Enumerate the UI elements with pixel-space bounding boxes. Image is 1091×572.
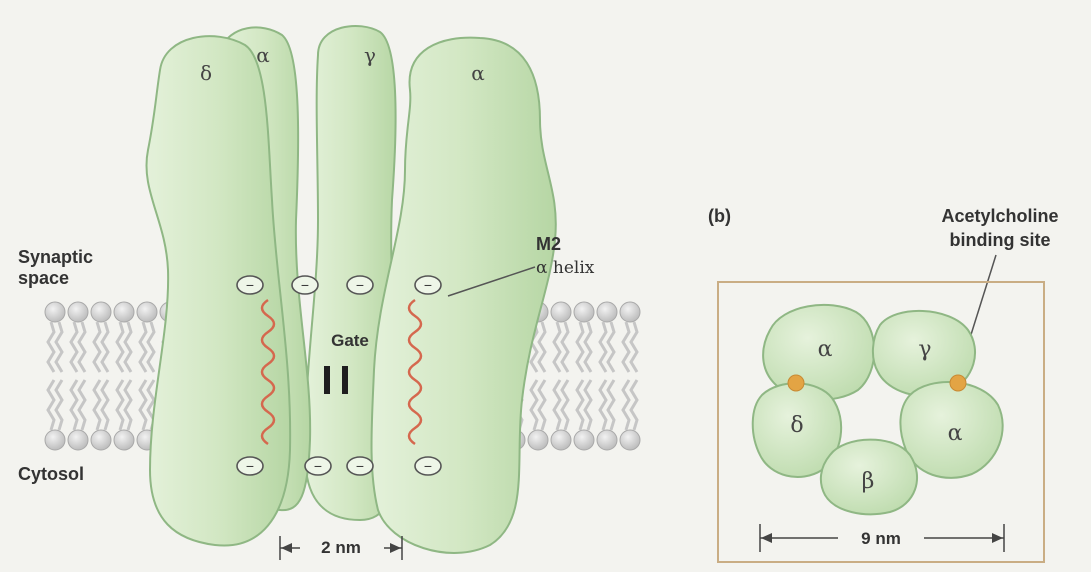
lipid-head xyxy=(597,430,617,450)
lipid-tail xyxy=(531,380,537,430)
lipid-tail xyxy=(94,380,100,430)
lipid-head xyxy=(528,430,548,450)
lipid-head xyxy=(551,302,571,322)
lipid-head xyxy=(68,430,88,450)
subunit-label-gamma: γ xyxy=(364,43,376,67)
lipid-tail xyxy=(71,380,77,430)
lipid-tail xyxy=(48,322,54,372)
gate-label: Gate xyxy=(331,331,369,350)
lipid-tail xyxy=(140,380,146,430)
m2-label-line2: α helix xyxy=(536,258,595,278)
subunit-label-alpha-left: α xyxy=(256,43,270,67)
ring-label-beta: β xyxy=(862,469,875,494)
lipid-head xyxy=(68,302,88,322)
subunit-alpha-right-body xyxy=(372,38,556,553)
lipid-head xyxy=(45,430,65,450)
lipid-tail xyxy=(102,322,108,372)
lipid-tail xyxy=(117,322,123,372)
ring-label-gamma: γ xyxy=(918,337,931,362)
lipid-tail xyxy=(608,322,614,372)
ring-label-delta: δ xyxy=(790,413,803,438)
lipid-tail xyxy=(623,322,629,372)
lipid-head xyxy=(91,430,111,450)
panel-b-label: (b) xyxy=(708,206,731,226)
lipid-head xyxy=(45,302,65,322)
subunit-label-alpha-right: α xyxy=(471,61,485,85)
lipid-tail xyxy=(554,380,560,430)
synaptic-space-label-line1: Synaptic xyxy=(18,247,93,267)
cytosol-label: Cytosol xyxy=(18,464,84,484)
lipid-tail xyxy=(600,380,606,430)
lipid-tail xyxy=(48,380,54,430)
lipid-tail xyxy=(79,322,85,372)
lipid-head xyxy=(620,430,640,450)
ring-label-alpha-right: α xyxy=(948,421,963,446)
binding-site-label-line1: Acetylcholine xyxy=(941,206,1058,226)
lipid-head xyxy=(597,302,617,322)
gate-bar-right xyxy=(342,366,348,394)
synaptic-space-label-line2: space xyxy=(18,268,69,288)
lipid-tail xyxy=(631,322,637,372)
binding-site-right xyxy=(950,375,966,391)
lipid-tail xyxy=(140,322,146,372)
lipid-tail xyxy=(71,322,77,372)
lipid-tail xyxy=(539,322,545,372)
lipid-tail xyxy=(623,380,629,430)
lipid-tail xyxy=(562,322,568,372)
lipid-tail xyxy=(577,380,583,430)
lipid-head xyxy=(114,430,134,450)
m2-label-line1: M2 xyxy=(536,234,561,254)
lipid-tail xyxy=(148,322,154,372)
lipid-head xyxy=(574,302,594,322)
negative-charge-symbol: − xyxy=(246,277,254,293)
binding-site-left xyxy=(788,375,804,391)
negative-charge-symbol: − xyxy=(356,277,364,293)
lipid-tail xyxy=(608,380,614,430)
lipid-head xyxy=(91,302,111,322)
dimension-2nm-label: 2 nm xyxy=(321,538,361,557)
lipid-tail xyxy=(577,322,583,372)
lipid-tail xyxy=(94,322,100,372)
lipid-head xyxy=(551,430,571,450)
lipid-tail xyxy=(600,322,606,372)
negative-charge-symbol: − xyxy=(356,458,364,474)
lipid-head xyxy=(620,302,640,322)
gate-bar-left xyxy=(324,366,330,394)
receptor-top-view xyxy=(753,305,1003,514)
lipid-tail xyxy=(562,380,568,430)
subunit-label-delta: δ xyxy=(200,61,212,85)
lipid-tail xyxy=(79,380,85,430)
lipid-tail xyxy=(117,380,123,430)
lipid-tail xyxy=(585,380,591,430)
dimension-9nm-label: 9 nm xyxy=(861,529,901,548)
lipid-head xyxy=(574,430,594,450)
lipid-tail xyxy=(125,380,131,430)
lipid-tail xyxy=(585,322,591,372)
lipid-tail xyxy=(554,322,560,372)
binding-site-label-line2: binding site xyxy=(950,230,1051,250)
negative-charge-symbol: − xyxy=(301,277,309,293)
lipid-tail xyxy=(539,380,545,430)
negative-charge-symbol: − xyxy=(424,277,432,293)
lipid-tail xyxy=(631,380,637,430)
ring-label-alpha-top: α xyxy=(818,337,833,362)
negative-charge-symbol: − xyxy=(246,458,254,474)
lipid-tail xyxy=(56,380,62,430)
lipid-tail xyxy=(102,380,108,430)
negative-charge-symbol: − xyxy=(424,458,432,474)
lipid-head xyxy=(114,302,134,322)
lipid-head xyxy=(137,302,157,322)
lipid-tail xyxy=(56,322,62,372)
lipid-tail xyxy=(125,322,131,372)
negative-charge-symbol: − xyxy=(314,458,322,474)
